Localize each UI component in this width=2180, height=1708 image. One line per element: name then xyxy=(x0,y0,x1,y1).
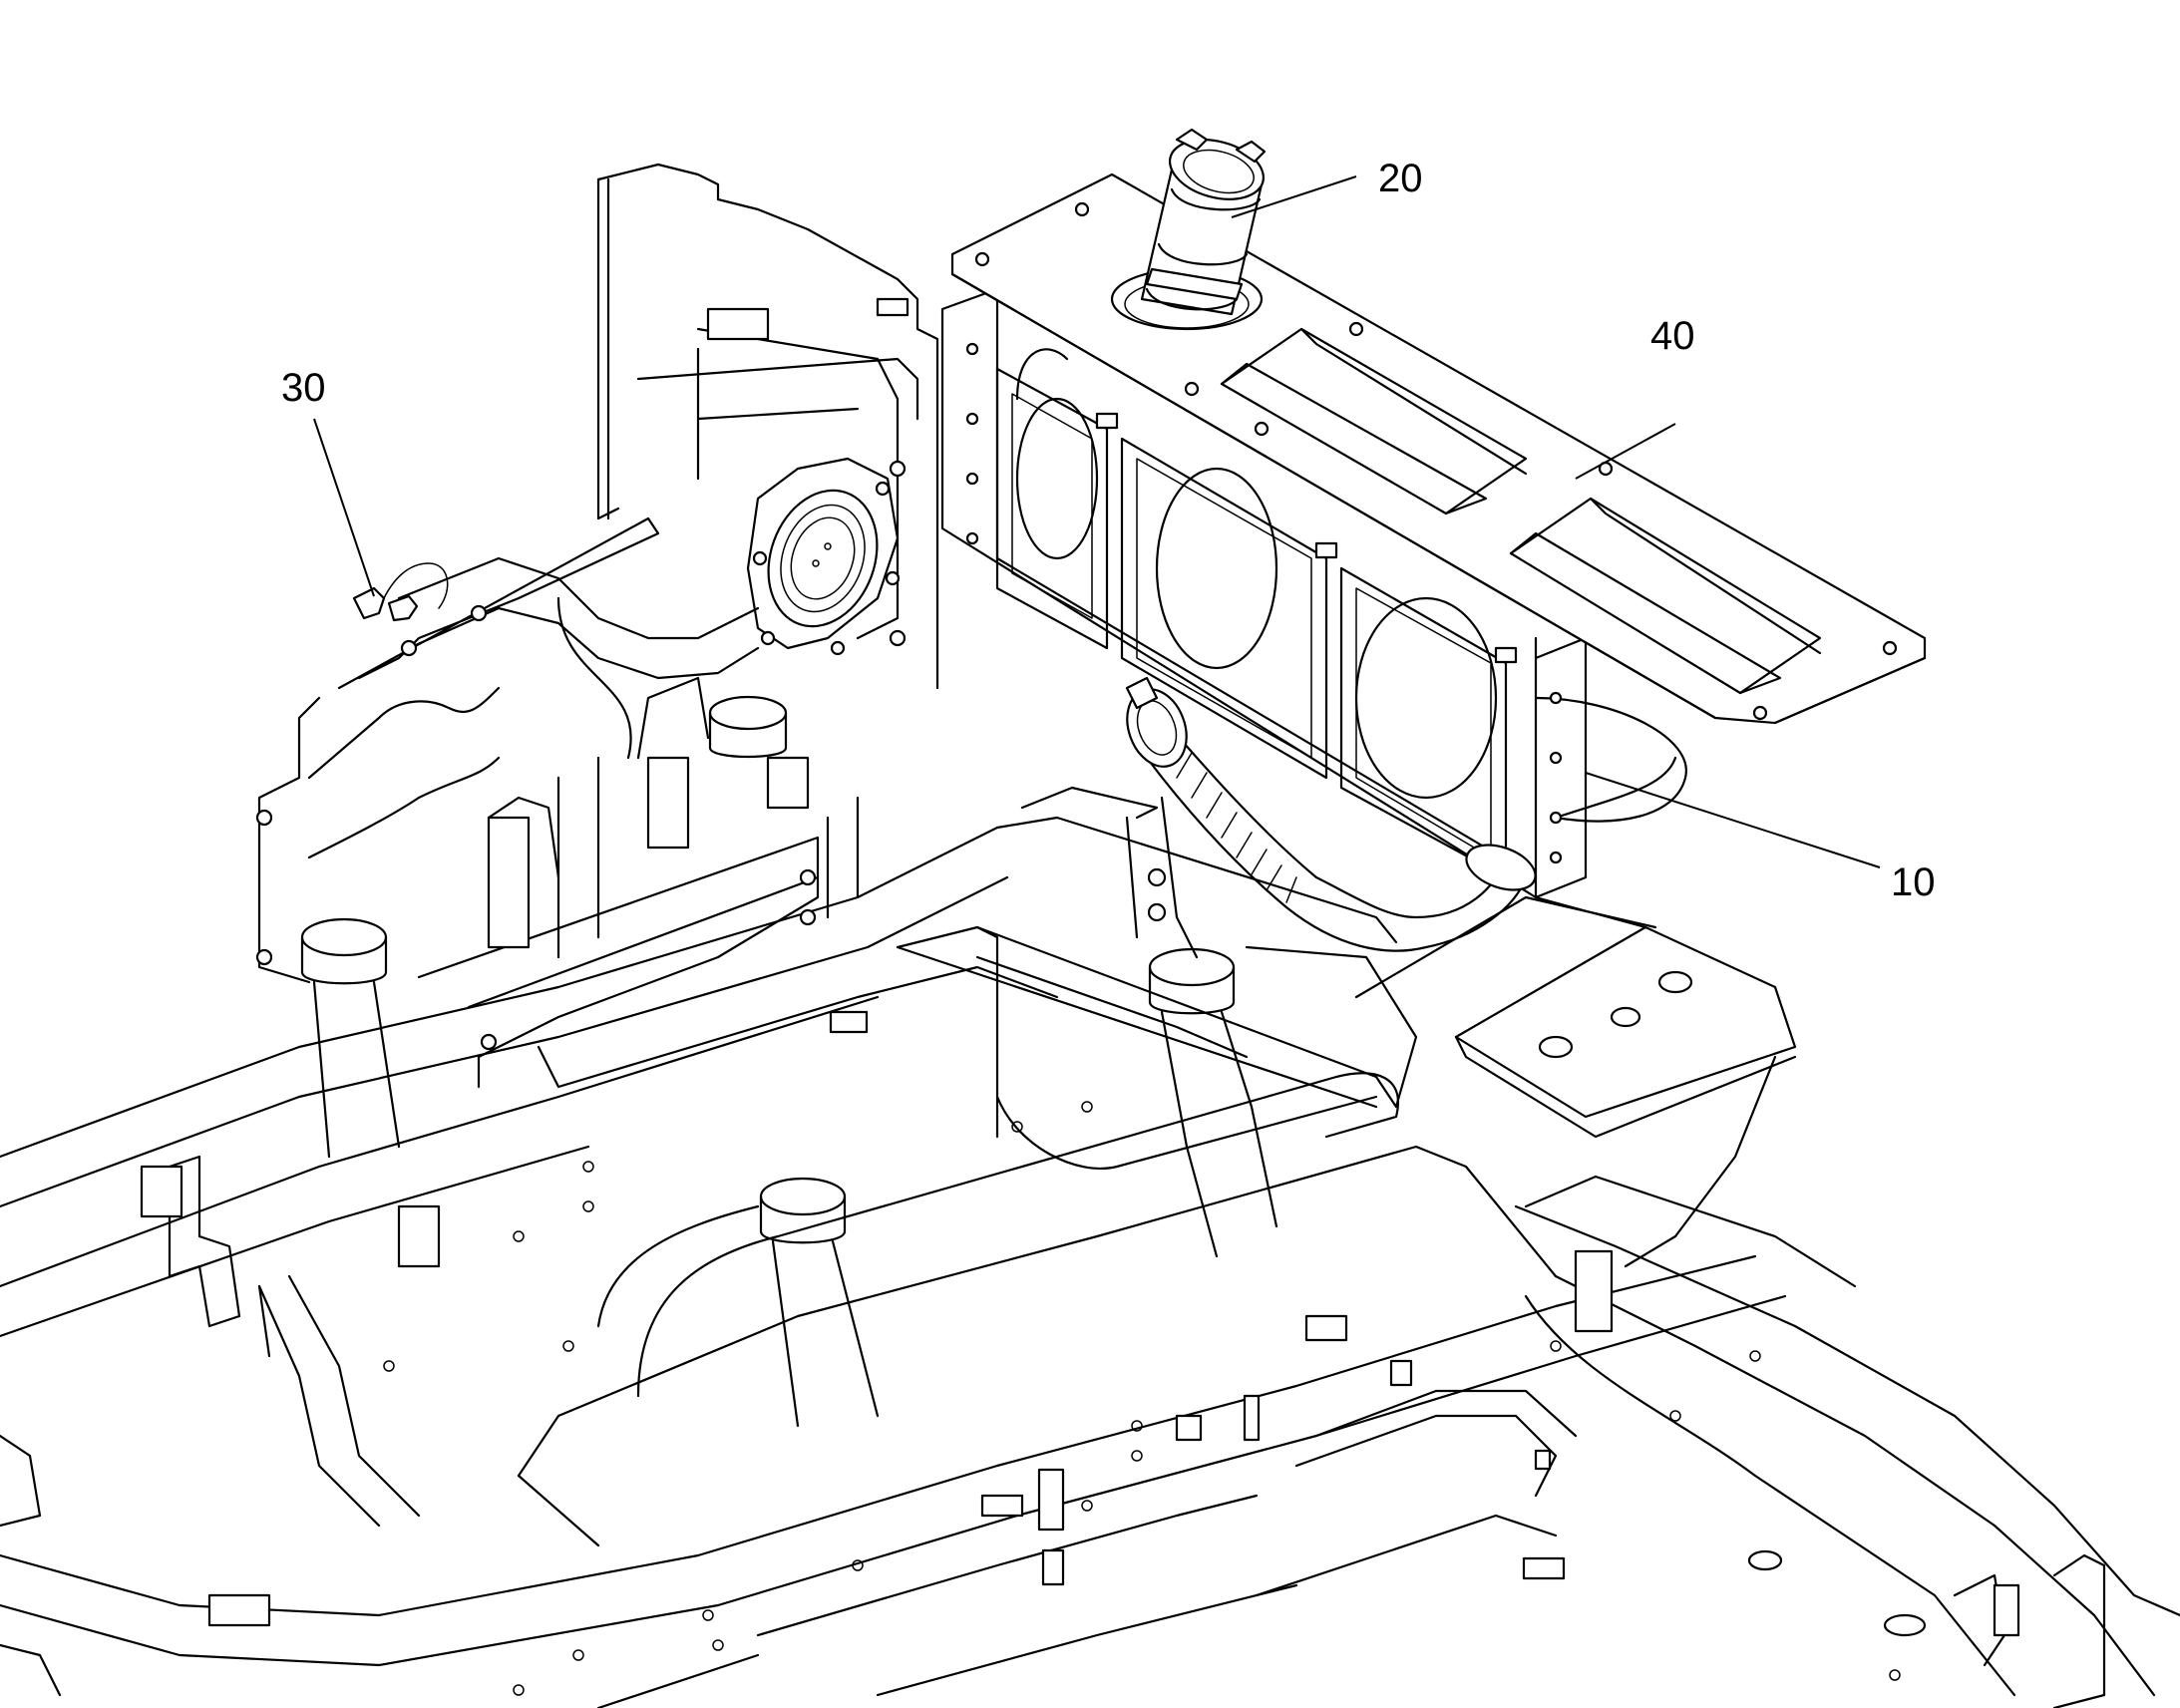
top-plate-part-40 xyxy=(950,172,1927,725)
leader-lines xyxy=(313,175,1881,868)
chassis-frame xyxy=(0,816,2180,1708)
sensor-part-30 xyxy=(352,562,449,622)
callout-10: 10 xyxy=(1891,860,1936,904)
callout-20: 20 xyxy=(1378,157,1423,200)
rear-panel-assembly xyxy=(255,163,939,1089)
heater-box-part-10 xyxy=(940,287,1687,899)
callout-30: 30 xyxy=(281,366,326,410)
support-posts xyxy=(300,695,1278,1428)
pipe-part-20 xyxy=(1140,128,1267,316)
frame-fasteners xyxy=(383,1101,1901,1696)
callout-40: 40 xyxy=(1650,314,1695,358)
corrugated-hose xyxy=(1020,676,1537,959)
